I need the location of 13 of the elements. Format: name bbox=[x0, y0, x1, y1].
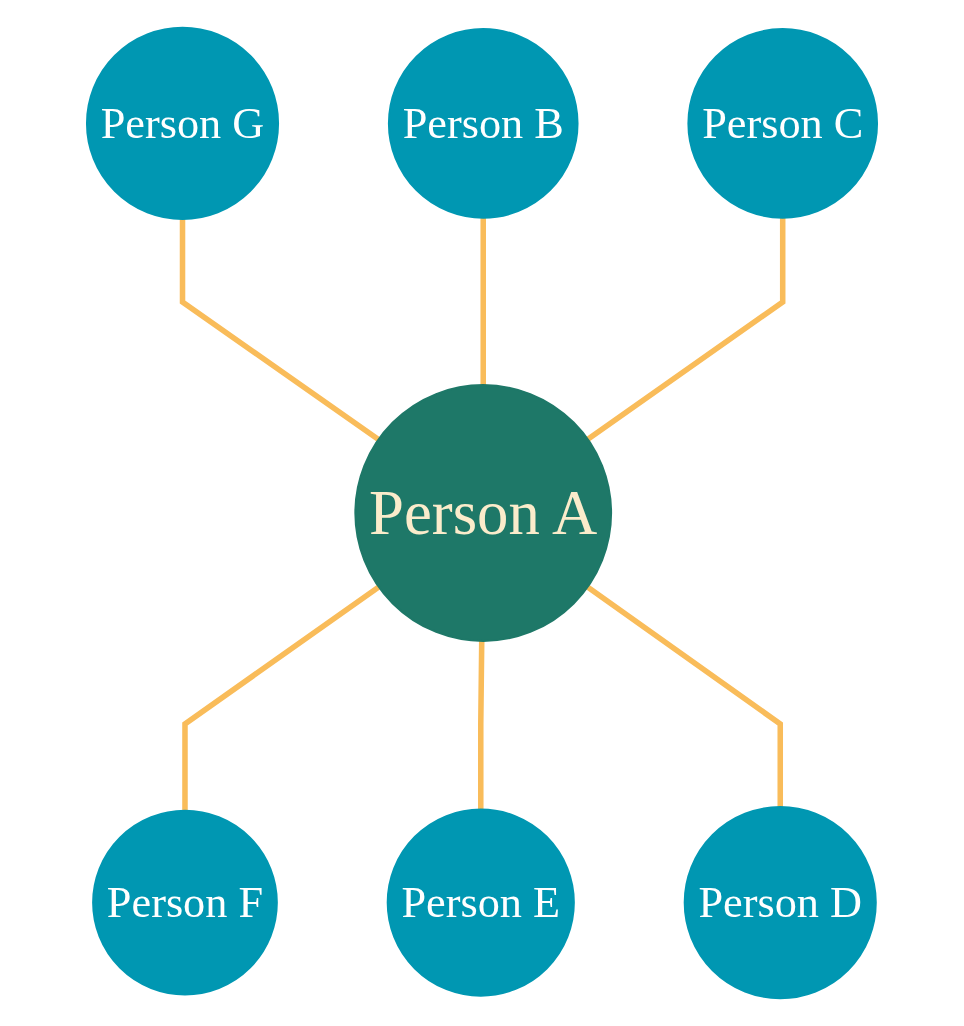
connector bbox=[586, 217, 786, 442]
connector bbox=[182, 584, 381, 811]
node-circle: Person C bbox=[687, 28, 879, 219]
node-circle: Person D bbox=[683, 806, 877, 1000]
connector bbox=[480, 217, 486, 386]
node-circle: Person E bbox=[386, 808, 575, 997]
node-circle: Person B bbox=[387, 28, 579, 219]
connector bbox=[179, 219, 381, 442]
connector bbox=[585, 584, 783, 807]
node-circle: Person F bbox=[92, 809, 278, 996]
node-circle: Person G bbox=[85, 26, 280, 220]
node-circle: Person A bbox=[354, 384, 613, 642]
connector bbox=[478, 640, 485, 810]
